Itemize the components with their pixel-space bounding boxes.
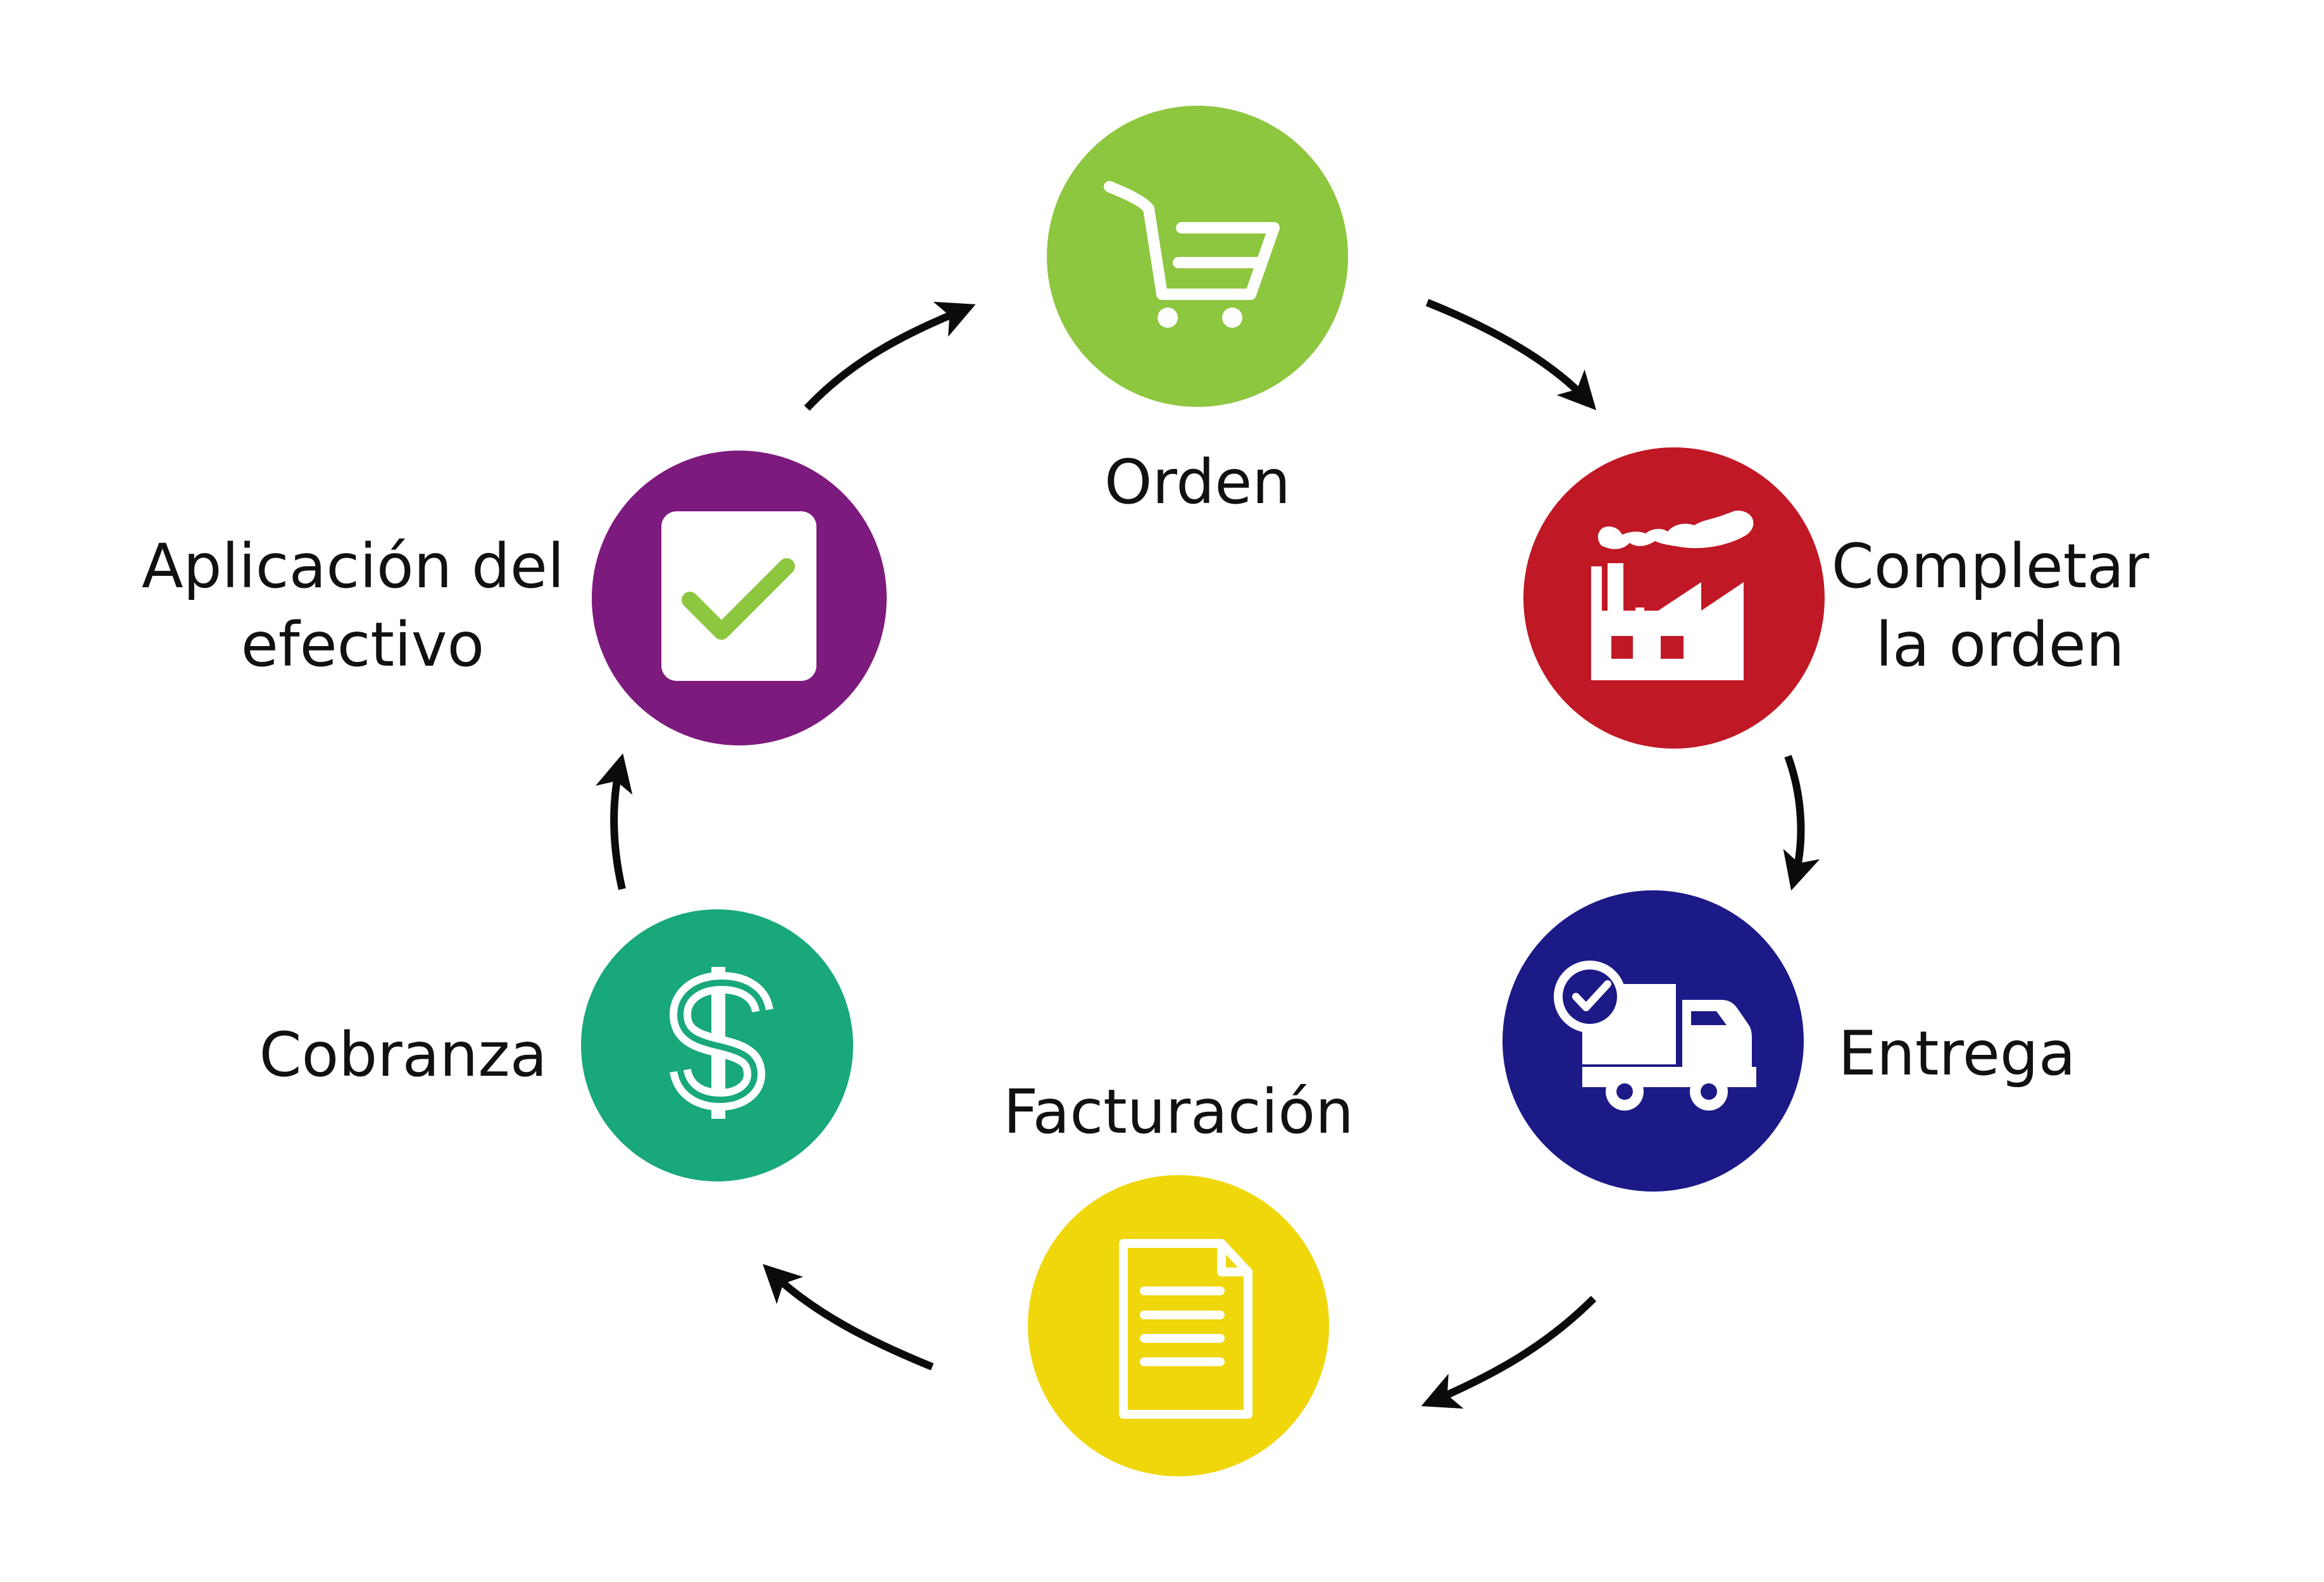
step-label-orden: Orden <box>1104 447 1290 518</box>
checkbox-check-icon <box>661 511 816 681</box>
arrow-aplicacion-to-orden <box>804 301 976 411</box>
step-circle-facturacion <box>1028 1175 1329 1476</box>
step-aplicacion-del-efectivo: Aplicación del efectivo <box>142 451 887 745</box>
arrow-cobranza-to-aplicacion <box>595 753 633 890</box>
step-label-entrega: Entrega <box>1838 1018 2075 1089</box>
step-completar-la-orden: Completar la orden <box>1523 447 2168 749</box>
factory-icon <box>1591 510 1754 680</box>
arrow-orden-to-completar <box>1425 299 1597 411</box>
step-facturacion: Facturación <box>1003 1076 1354 1476</box>
invoice-document-icon <box>1119 1239 1253 1419</box>
dollar-sign-icon <box>669 967 773 1119</box>
step-entrega: Entrega <box>1502 890 2076 1192</box>
step-circle-orden <box>1047 106 1348 407</box>
flow-arrows <box>595 299 1820 1409</box>
step-label-cobranza: Cobranza <box>259 1019 547 1090</box>
delivery-truck-icon <box>1554 961 1756 1111</box>
step-label-aplicacion: Aplicación del efectivo <box>142 531 584 680</box>
step-label-facturacion: Facturación <box>1003 1076 1354 1147</box>
arrow-completar-to-entrega <box>1783 754 1820 891</box>
arrow-facturacion-to-cobranza <box>763 1264 934 1371</box>
step-cobranza: Cobranza <box>259 909 853 1181</box>
shopping-cart-icon <box>1104 181 1280 328</box>
step-orden: Orden <box>1047 106 1348 518</box>
step-label-completar: Completar la orden <box>1832 531 2168 680</box>
arrow-entrega-to-facturacion <box>1421 1295 1597 1409</box>
step-circle-completar <box>1523 447 1825 749</box>
